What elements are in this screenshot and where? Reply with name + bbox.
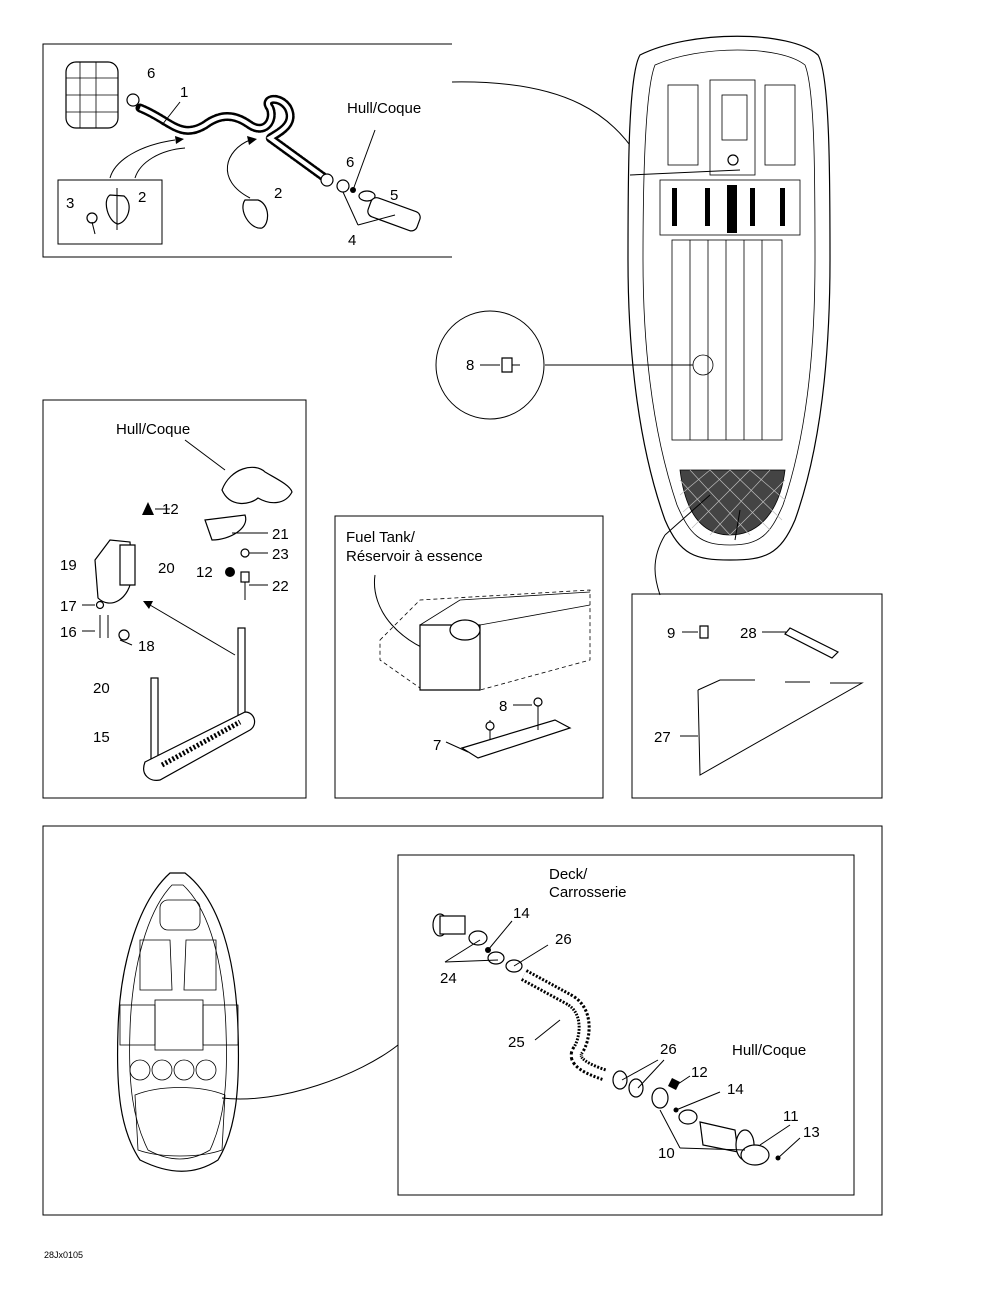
callout-12: 12 [691, 1064, 708, 1081]
vent-panel: Deck/ Carrosserie [42, 825, 883, 1216]
callout-26: 26 [660, 1041, 677, 1058]
boarding-step-part [143, 627, 256, 781]
callout-8: 8 [499, 698, 507, 715]
callout-10: 10 [658, 1145, 675, 1162]
callout-13: 13 [803, 1124, 820, 1141]
vent-hose-part [520, 969, 608, 1082]
callout-18: 18 [138, 638, 155, 655]
callout-23: 23 [272, 546, 289, 563]
callout-24: 24 [440, 970, 457, 987]
clamp-part [126, 93, 140, 107]
deck-label: Deck/ [549, 866, 588, 883]
hatch-zone [679, 469, 786, 536]
strips-panel: 9 28 27 [631, 593, 883, 799]
callout-11: 11 [783, 1108, 799, 1125]
callout-2: 2 [138, 189, 146, 206]
bilge-panel: 6 1 Hull/Coque 6 5 3 2 2 4 [42, 43, 452, 258]
callout-2: 2 [274, 185, 282, 202]
callout-22: 22 [272, 578, 289, 595]
callout-6: 6 [147, 65, 155, 82]
callout-4: 4 [348, 232, 356, 249]
callout-25: 25 [508, 1034, 525, 1051]
callout-27: 27 [654, 729, 671, 746]
callout-19: 19 [60, 557, 77, 574]
hull-label: Hull/Coque [347, 100, 421, 117]
fuel-tank-panel: Fuel Tank/ Réservoir à essence 8 7 [334, 515, 604, 799]
callout-5: 5 [390, 187, 398, 204]
drain-plug-part [367, 197, 421, 232]
callout-16: 16 [60, 624, 77, 641]
callout-9: 9 [667, 625, 675, 642]
callout-7: 7 [433, 737, 441, 754]
hull-top-view [451, 35, 831, 596]
callout-17: 17 [60, 598, 77, 615]
fuel-tank-title: Fuel Tank/ [346, 529, 416, 546]
rubber-strip-part [784, 627, 840, 659]
hull-label: Hull/Coque [116, 421, 190, 438]
tank-support-part [460, 719, 572, 759]
footrest-panel: Hull/Coque 12 [42, 399, 307, 799]
callout-6: 6 [346, 154, 354, 171]
callout-14: 14 [513, 905, 530, 922]
callout-14: 14 [727, 1081, 744, 1098]
callout-8: 8 [466, 357, 474, 374]
callout-15: 15 [93, 729, 110, 746]
callout-28: 28 [740, 625, 757, 642]
callout-26: 26 [555, 931, 572, 948]
callout-12: 12 [162, 501, 179, 518]
drain-hose-part [135, 94, 330, 183]
callout-12: 12 [196, 564, 213, 581]
callout-1: 1 [180, 84, 188, 101]
hull-label: Hull/Coque [732, 1042, 806, 1059]
deck-label-fr: Carrosserie [549, 884, 627, 901]
deck-sticker-part [697, 679, 864, 776]
callout-3: 3 [66, 195, 74, 212]
fuel-tank-part [379, 589, 591, 691]
fuel-tank-title-fr: Réservoir à essence [346, 548, 483, 565]
callout-20: 20 [93, 680, 110, 697]
callout-21: 21 [272, 526, 289, 543]
bilge-filter-part [65, 61, 119, 129]
screw-detail-callout: 8 [435, 310, 545, 420]
drawing-code: 28Jx0105 [44, 1250, 83, 1260]
callout-20: 20 [158, 560, 175, 577]
watercraft-top-view [116, 872, 240, 1172]
